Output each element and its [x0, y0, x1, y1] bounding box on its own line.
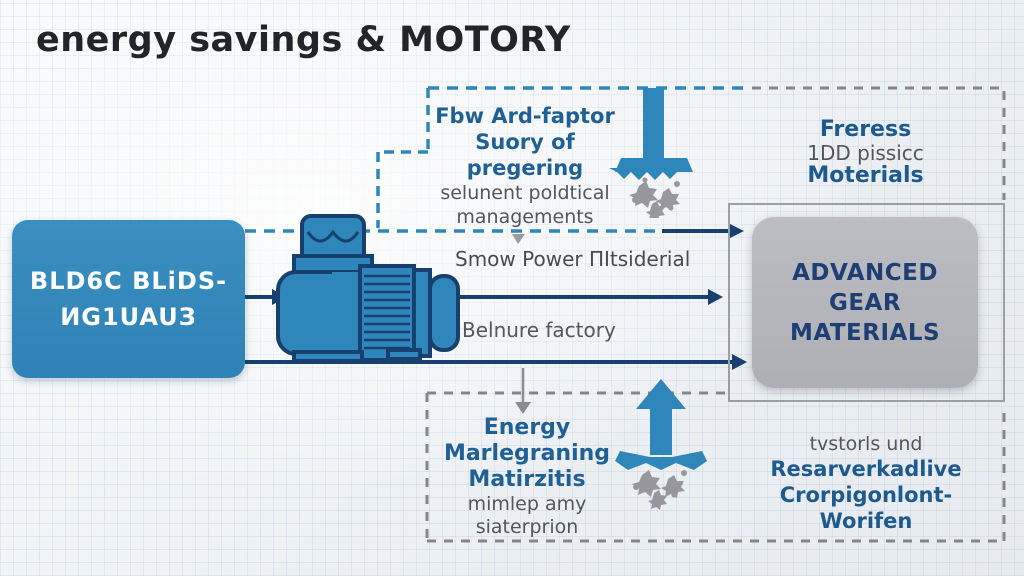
gray-down-arrowhead: [515, 402, 531, 414]
motor-end-cap: [428, 274, 460, 352]
bottom-right-text-block: tvstorls und Resarverkadlive Crorpigonlo…: [735, 432, 997, 534]
top-right-line2: 1DD pissicc: [807, 141, 924, 165]
bottom-mid-line3: Matirzitis: [468, 467, 586, 492]
right-outer-rect: [728, 203, 1005, 402]
press-up-foot: [615, 451, 707, 470]
press-shaft: [643, 88, 664, 160]
bottom-mid-line1: Energy: [483, 415, 571, 440]
arrowhead-bottom: [732, 354, 747, 370]
mid-upper-label: Smow Power ΠItsiderial: [455, 247, 691, 271]
press-foot-teeth: [609, 168, 687, 180]
dashed-blue-step-connector: [376, 88, 430, 228]
top-flow-line4: managements: [456, 206, 594, 228]
small-gray-arrowhead: [512, 234, 525, 244]
motor-foot-right: [386, 348, 422, 361]
left-node-line2: ИG1UAUЗ: [60, 303, 197, 331]
motor-fin-block: [358, 264, 416, 362]
arrowhead-mid: [708, 289, 723, 305]
left-node-line1: BLD6C BLiDS-: [29, 267, 228, 295]
mid-lower-label: Belnure factory: [462, 318, 616, 342]
right-node-line1: ADVANCED GEAR: [792, 259, 938, 316]
press-crusher-down-icon: [609, 88, 693, 218]
bottom-mid-text-block: Energy Marlegraning Matirzitis mimlep am…: [418, 415, 636, 539]
top-right-text-block: Freress 1DD pissicc Moterials: [758, 118, 973, 188]
press-crusher-up-arrow-icon: [615, 379, 707, 510]
left-blue-node: BLD6C BLiDS- ИG1UAUЗ: [12, 220, 245, 378]
bottom-mid-line5: siaterprion: [475, 516, 579, 538]
bottom-right-line1: tvstorls und: [809, 433, 923, 455]
top-flow-line2: Suory of pregering: [466, 130, 584, 180]
motor-terminal-detail: [306, 229, 360, 243]
top-flow-line3: selunent poldtical: [440, 182, 610, 204]
bottom-right-line3: Crorpigonlont-Worifen: [779, 483, 953, 533]
electric-motor-icon: [276, 214, 460, 362]
page-title: energy savings & MOTORY: [36, 20, 571, 60]
crushed-particles-bottom: [632, 470, 687, 510]
dashed-gray-bottom-box: [425, 391, 1006, 543]
top-right-line3: Moterials: [807, 163, 924, 188]
top-flow-text-block: Fbw Ard-faptor Suory of pregering selune…: [415, 103, 635, 229]
up-arrow: [636, 379, 686, 455]
bottom-mid-line2: Marlegraning: [443, 441, 611, 466]
right-node-line2: MATERIALS: [789, 319, 941, 346]
motor-drum: [412, 268, 432, 358]
dashed-gray-topright-border: [752, 86, 1006, 200]
motor-foot-left: [292, 350, 364, 362]
bottom-mid-line4: mimlep amy: [467, 493, 587, 515]
motor-fins: [364, 274, 410, 350]
top-flow-line1: Fbw Ard-faptor: [435, 104, 615, 128]
top-right-line1: Freress: [819, 117, 912, 142]
flow-arrowhead: [728, 223, 744, 239]
bottom-right-line2: Resarverkadlive: [770, 457, 962, 481]
crushed-particles: [629, 177, 680, 218]
advanced-gear-materials-node: ADVANCED GEAR MATERIALS: [752, 217, 978, 388]
